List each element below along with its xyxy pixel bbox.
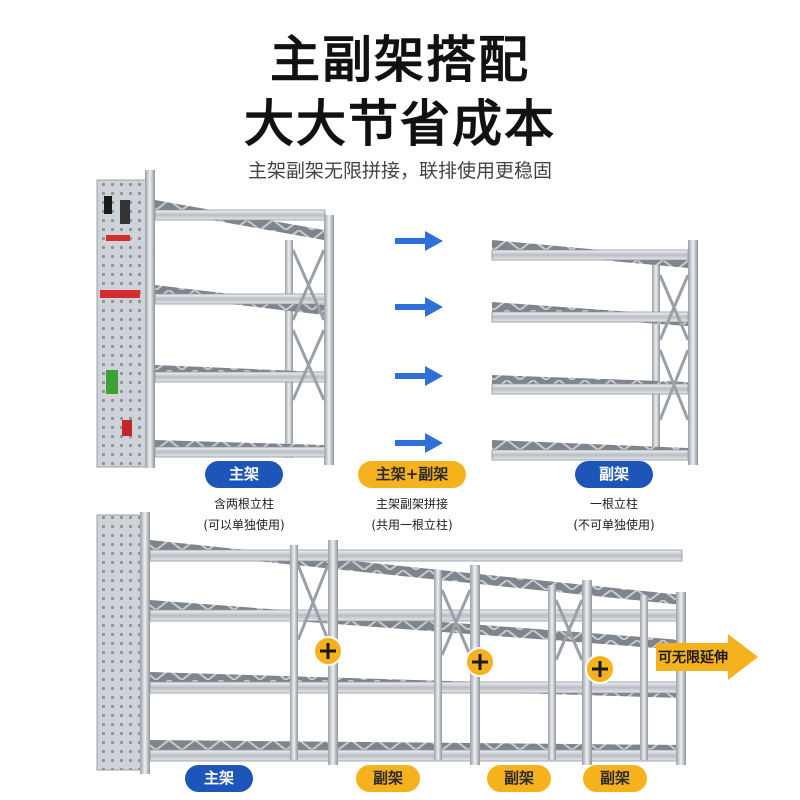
combined-shelf-drawing [96, 512, 686, 774]
sub-frame-badge: 副架 [575, 461, 653, 488]
combined-frame-caption: 主架副架拼接 (共用一根立柱) [335, 494, 489, 536]
plus-icon [585, 654, 615, 684]
caption-line: 一根立柱 [589, 497, 638, 511]
bottom-sub-frame-badge: 副架 [583, 765, 647, 792]
main-frame-caption: 含两根立柱 (可以单独使用) [170, 494, 318, 536]
plus-icon [313, 636, 343, 666]
headline-line-1: 主副架搭配 [270, 31, 530, 89]
caption-line: (共用一根立柱) [371, 518, 453, 532]
bottom-main-frame-badge: 主架 [185, 765, 253, 792]
plus-icon [465, 647, 495, 677]
sub-shelf-drawing [491, 240, 698, 465]
headline-line-2: 大大节省成本 [244, 95, 556, 153]
caption-line: 含两根立柱 [213, 497, 274, 511]
subtitle: 主架副架无限拼接，联排使用更稳固 [247, 160, 552, 182]
bottom-sub-frame-badge: 副架 [356, 765, 420, 792]
extend-arrow-icon [656, 634, 758, 680]
sub-frame-caption: 一根立柱 (不可单独使用) [540, 494, 688, 536]
caption-line: (不可单独使用) [573, 518, 655, 532]
bottom-sub-frame-badge: 副架 [487, 765, 551, 792]
flow-arrows [395, 231, 443, 453]
main-shelf-drawing [96, 170, 334, 468]
join-markers [313, 636, 615, 684]
combined-frame-badge: 主架+副架 [358, 461, 466, 488]
main-frame-badge: 主架 [205, 461, 283, 488]
extend-label: 可无限延伸 [658, 650, 728, 666]
caption-line: 主架副架拼接 [375, 497, 448, 511]
caption-line: (可以单独使用) [203, 518, 285, 532]
